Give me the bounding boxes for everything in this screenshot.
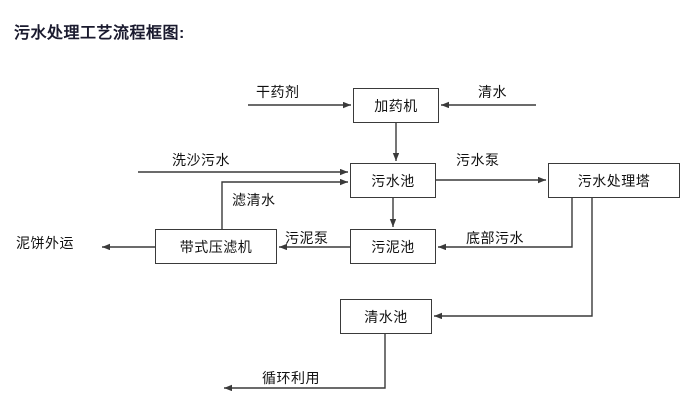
edge-label-recycle-use: 循环利用 <box>262 370 320 386</box>
node-dosing-machine[interactable]: 加药机 <box>353 88 439 123</box>
node-label: 带式压滤机 <box>179 238 253 255</box>
edge-tower-to-sludge-pool <box>438 198 573 251</box>
page-title: 污水处理工艺流程框图: <box>14 25 185 42</box>
terminal-sand-wash-sewage: 洗沙污水 <box>172 152 230 168</box>
edge-label-bottom-sewage: 底部污水 <box>466 230 524 246</box>
node-treatment-tower[interactable]: 污水处理塔 <box>548 163 680 198</box>
node-belt-press[interactable]: 带式压滤机 <box>155 229 277 264</box>
node-label: 污水池 <box>371 172 415 189</box>
terminal-clean-water: 清水 <box>478 84 507 100</box>
node-sewage-pool[interactable]: 污水池 <box>350 163 436 198</box>
edge-beltpress-to-sewage-pool <box>221 178 348 229</box>
node-label: 污泥池 <box>371 238 415 255</box>
node-label: 污水处理塔 <box>577 172 651 189</box>
edge-label-sludge-pump: 污泥泵 <box>285 230 329 246</box>
edge-tower-to-clearwater <box>434 198 593 320</box>
node-label: 加药机 <box>374 97 418 114</box>
node-clear-water-pool[interactable]: 清水池 <box>340 299 432 334</box>
edge-clearwater-to-recycle <box>224 334 386 392</box>
edge-label-sewage-pump: 污水泵 <box>456 152 500 168</box>
node-sludge-pool[interactable]: 污泥池 <box>350 229 436 264</box>
terminal-dry-chemical: 干药剂 <box>256 84 300 100</box>
edge-label-filtered-water: 滤清水 <box>232 192 276 208</box>
terminal-mud-cake-out: 泥饼外运 <box>16 235 74 251</box>
node-label: 清水池 <box>364 308 408 325</box>
